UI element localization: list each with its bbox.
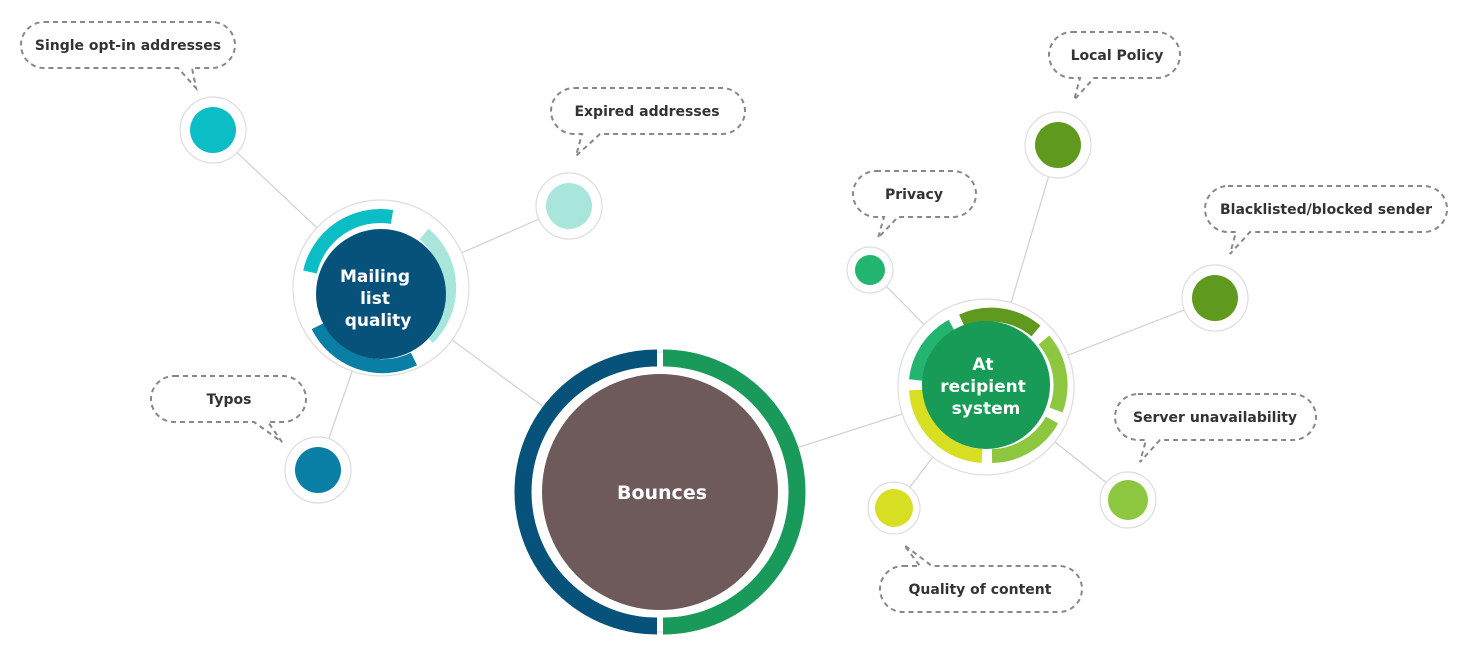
- leaf-node-server-unavailability: [1099, 471, 1157, 529]
- callout-quality-of-content: Quality of content: [879, 544, 1083, 613]
- leaf-dot: [1035, 122, 1081, 168]
- callout-expired: Expired addresses: [550, 87, 746, 160]
- callout-label: Quality of content: [909, 582, 1052, 598]
- hub-mailing-arc-typos: [311, 322, 418, 374]
- leaf-dot: [295, 447, 341, 493]
- callout-typos: Typos: [150, 375, 307, 443]
- leaf-dot: [855, 255, 885, 285]
- leaf-node-quality-of-content: [867, 481, 921, 535]
- hub-mailing-label: Mailing list quality: [340, 267, 416, 331]
- hub-at-recipient-system: At recipient system: [897, 298, 1075, 476]
- hub-recipient-arc-server: [991, 416, 1059, 463]
- leaf-node-blacklisted: [1181, 264, 1249, 332]
- hub-mailing-core: [316, 229, 446, 359]
- hub-recipient-core: [922, 321, 1050, 449]
- callout-label: Blacklisted/blocked sender: [1220, 202, 1432, 218]
- hub-mailing-list-quality: Mailing list quality: [292, 199, 470, 377]
- hub-recipient-arc-quality: [909, 389, 983, 463]
- leaf-node-single-opt-in: [179, 96, 247, 164]
- main-ring-left: [514, 349, 658, 635]
- hub-recipient-label: At recipient system: [940, 355, 1032, 419]
- leaf-dot: [190, 107, 236, 153]
- callout-label: Expired addresses: [574, 104, 719, 120]
- hub-recipient-arc-privacy: [909, 319, 956, 382]
- hub-mailing-arc-expired: [419, 228, 457, 344]
- callout-label: Single opt-in addresses: [35, 38, 221, 54]
- leaf-node-local-policy: [1024, 111, 1092, 179]
- callout-privacy: Privacy: [852, 170, 977, 239]
- leaf-node-expired: [535, 172, 603, 240]
- callout-label: Server unavailability: [1133, 410, 1297, 426]
- leaf-dot: [546, 183, 592, 229]
- hub-recipient-arc-blacklisted: [1038, 335, 1068, 413]
- leaf-dot: [1108, 480, 1148, 520]
- leaf-node-privacy: [846, 246, 894, 294]
- callout-label: Typos: [207, 392, 252, 408]
- leaf-dot: [875, 489, 913, 527]
- hub-recipient-arc-local-policy: [959, 307, 1041, 337]
- main-node-core: [542, 374, 778, 610]
- main-node-bounces: Bounces: [514, 349, 806, 635]
- main-node-label: Bounces: [617, 482, 707, 504]
- leaf-node-typos: [284, 436, 352, 504]
- leaf-dot: [1192, 275, 1238, 321]
- callout-blacklisted: Blacklisted/blocked sender: [1204, 185, 1448, 255]
- hub-mailing-arc-single-opt-in: [303, 209, 394, 274]
- callout-server-unavailability: Server unavailability: [1114, 393, 1317, 463]
- callout-local-policy: Local Policy: [1048, 31, 1181, 101]
- callout-single-opt-in: Single opt-in addresses: [20, 21, 236, 92]
- callout-label: Local Policy: [1071, 48, 1164, 64]
- callout-label: Privacy: [885, 187, 943, 203]
- main-ring-right: [662, 349, 806, 635]
